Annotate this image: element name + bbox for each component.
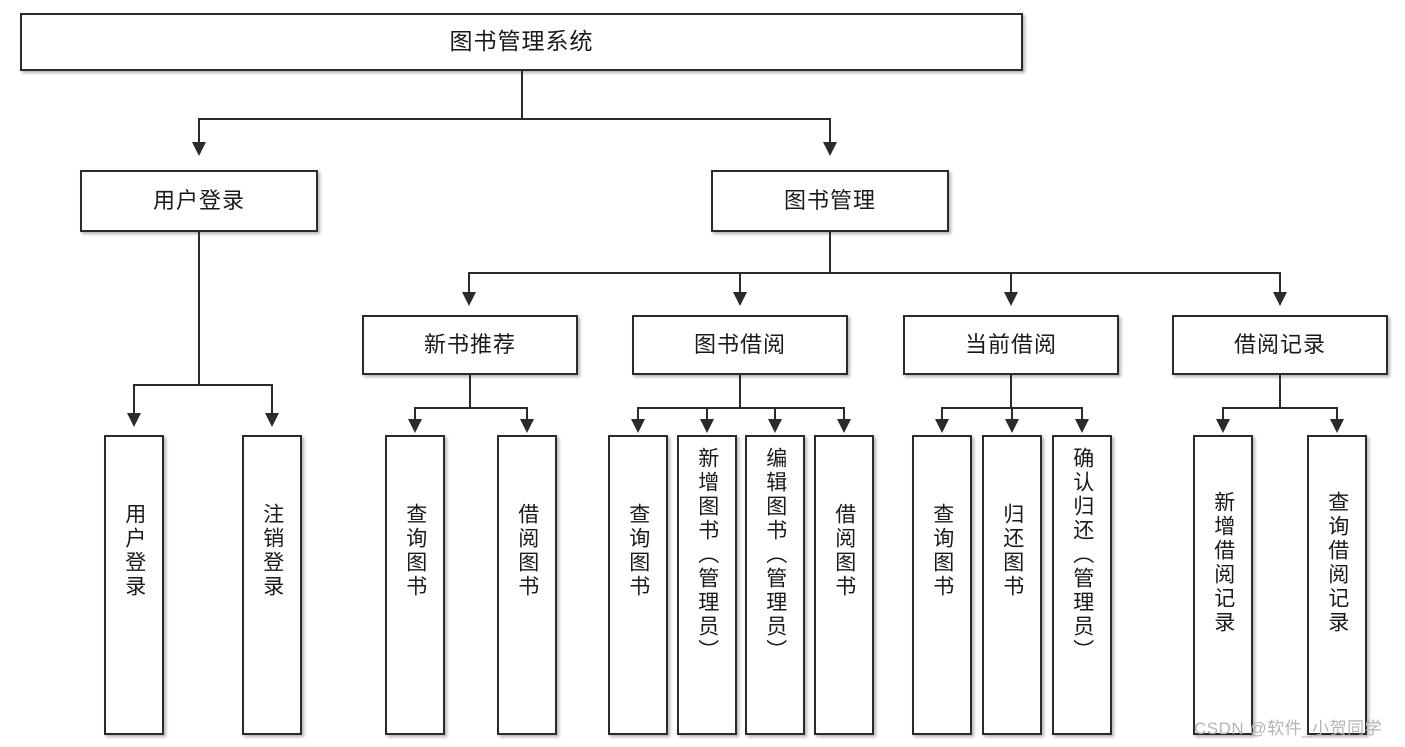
connector-user-login-right xyxy=(271,384,273,415)
leaf-return-book[interactable]: 归还图书 xyxy=(982,435,1042,735)
leaf-query-book-1[interactable]: 查询图书 xyxy=(385,435,445,735)
leaf-user-login[interactable]: 用户登录 xyxy=(104,435,164,735)
connector-br-bus xyxy=(1222,407,1338,409)
connector-cb-1 xyxy=(941,407,943,421)
arrowhead-new-book-recommend xyxy=(462,292,476,306)
connector-root-to-user-login xyxy=(198,118,200,144)
node-label: 新增图书（管理员） xyxy=(695,447,719,663)
arrowhead-book-borrow xyxy=(733,292,747,306)
connector-to-current-borrow xyxy=(1010,272,1012,294)
node-label: 注销登录 xyxy=(260,503,284,599)
connector-bb-3 xyxy=(774,407,776,421)
node-label: 图书管理 xyxy=(783,187,876,213)
connector-cb-3 xyxy=(1081,407,1083,421)
connector-bb-1 xyxy=(637,407,639,421)
connector-book-manage-stem xyxy=(829,232,831,274)
arrowhead-leaf-query-book-1 xyxy=(408,419,422,433)
leaf-borrow-book-1[interactable]: 借阅图书 xyxy=(497,435,557,735)
arrowhead-book-manage xyxy=(823,142,837,156)
arrowhead-leaf-add-book xyxy=(700,419,714,433)
connector-user-login-stem xyxy=(198,232,200,386)
leaf-confirm-return[interactable]: 确认归还（管理员） xyxy=(1052,435,1112,735)
node-label: 查询图书 xyxy=(403,503,427,599)
leaf-user-logout[interactable]: 注销登录 xyxy=(242,435,302,735)
node-book-borrow[interactable]: 图书借阅 xyxy=(632,315,848,375)
node-label: 新书推荐 xyxy=(423,331,516,357)
node-label: 归还图书 xyxy=(1000,503,1024,599)
connector-bb-stem xyxy=(739,375,741,409)
arrowhead-leaf-query-book-2 xyxy=(631,419,645,433)
connector-nbr-bus xyxy=(414,407,528,409)
connector-book-manage-bus xyxy=(468,272,1281,274)
connector-root-to-book-manage xyxy=(829,118,831,144)
leaf-edit-book[interactable]: 编辑图书（管理员） xyxy=(745,435,805,735)
node-label: 查询图书 xyxy=(930,503,954,599)
leaf-add-record[interactable]: 新增借阅记录 xyxy=(1193,435,1253,735)
node-label: 新增借阅记录 xyxy=(1211,491,1235,635)
connector-cb-2 xyxy=(1011,407,1013,421)
node-user-login[interactable]: 用户登录 xyxy=(80,170,318,232)
connector-nbr-left xyxy=(414,407,416,421)
connector-br-stem xyxy=(1279,375,1281,409)
connector-br-right xyxy=(1336,407,1338,421)
leaf-query-record[interactable]: 查询借阅记录 xyxy=(1307,435,1367,735)
connector-bb-bus xyxy=(637,407,845,409)
connector-to-borrow-record xyxy=(1279,272,1281,294)
connector-to-new-book-recommend xyxy=(468,272,470,294)
node-label: 查询借阅记录 xyxy=(1325,491,1349,635)
node-label: 当前借阅 xyxy=(964,331,1057,357)
arrowhead-leaf-add-record xyxy=(1216,419,1230,433)
connector-root-stem xyxy=(521,71,523,119)
connector-bb-2 xyxy=(706,407,708,421)
leaf-borrow-book-2[interactable]: 借阅图书 xyxy=(814,435,874,735)
node-new-book-recommend[interactable]: 新书推荐 xyxy=(362,315,578,375)
arrowhead-leaf-return-book xyxy=(1005,419,1019,433)
node-label: 借阅记录 xyxy=(1233,331,1326,357)
connector-to-book-borrow xyxy=(739,272,741,294)
arrowhead-user-login xyxy=(192,142,206,156)
node-borrow-record[interactable]: 借阅记录 xyxy=(1172,315,1388,375)
leaf-add-book[interactable]: 新增图书（管理员） xyxy=(677,435,737,735)
connector-br-left xyxy=(1222,407,1224,421)
node-book-manage[interactable]: 图书管理 xyxy=(711,170,949,232)
node-root-system[interactable]: 图书管理系统 xyxy=(20,13,1023,71)
connector-root-bus xyxy=(198,118,831,120)
arrowhead-leaf-borrow-book-2 xyxy=(837,419,851,433)
arrowhead-borrow-record xyxy=(1273,292,1287,306)
leaf-query-book-3[interactable]: 查询图书 xyxy=(912,435,972,735)
node-label: 图书借阅 xyxy=(693,331,786,357)
node-label: 查询图书 xyxy=(626,503,650,599)
arrowhead-leaf-confirm-return xyxy=(1075,419,1089,433)
arrowhead-leaf-user-login xyxy=(127,413,141,427)
node-label: 编辑图书（管理员） xyxy=(763,447,787,663)
node-current-borrow[interactable]: 当前借阅 xyxy=(903,315,1119,375)
node-label: 用户登录 xyxy=(152,187,245,213)
connector-nbr-stem xyxy=(469,375,471,409)
connector-nbr-right xyxy=(526,407,528,421)
arrowhead-leaf-query-book-3 xyxy=(935,419,949,433)
node-label: 借阅图书 xyxy=(515,503,539,599)
arrowhead-leaf-user-logout xyxy=(265,413,279,427)
arrowhead-leaf-edit-book xyxy=(768,419,782,433)
arrowhead-leaf-query-record xyxy=(1330,419,1344,433)
arrowhead-current-borrow xyxy=(1004,292,1018,306)
connector-cb-stem xyxy=(1010,375,1012,409)
node-label: 借阅图书 xyxy=(832,503,856,599)
node-label: 确认归还（管理员） xyxy=(1070,447,1094,663)
connector-user-login-bus xyxy=(133,384,272,386)
arrowhead-leaf-borrow-book-1 xyxy=(520,419,534,433)
connector-bb-4 xyxy=(843,407,845,421)
node-label: 用户登录 xyxy=(122,503,146,599)
connector-user-login-left xyxy=(133,384,135,415)
leaf-query-book-2[interactable]: 查询图书 xyxy=(608,435,668,735)
node-label: 图书管理系统 xyxy=(449,28,594,55)
